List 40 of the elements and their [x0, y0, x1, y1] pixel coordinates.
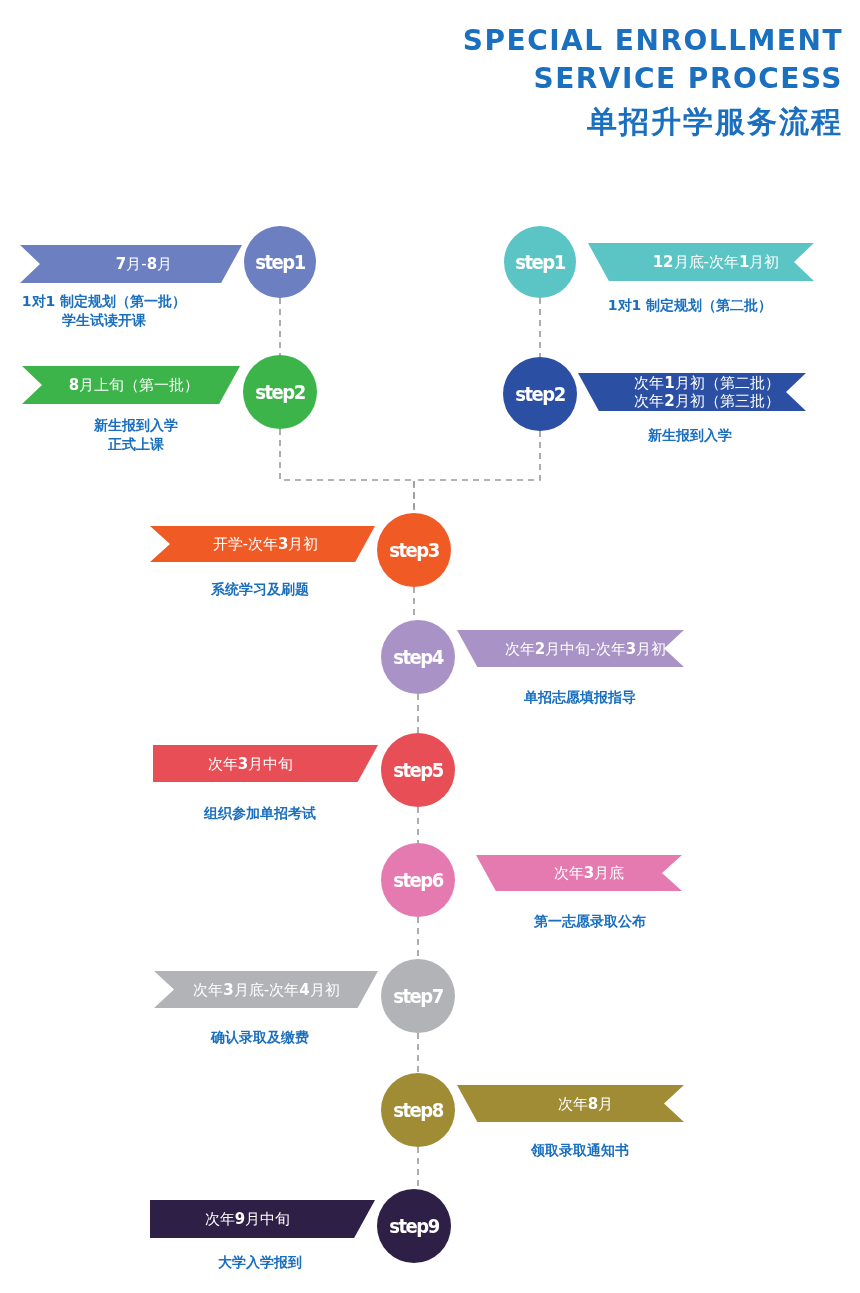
- step-description: 领取录取通知书: [530, 1141, 630, 1160]
- ribbon-banner: 次年1月初（第二批）次年2月初（第三批）: [578, 373, 806, 411]
- dashed-connector: [279, 297, 281, 356]
- step-description: 确认录取及缴费: [209, 1028, 310, 1047]
- dashed-connector: [417, 693, 419, 734]
- step-description: 大学入学报到: [217, 1253, 303, 1272]
- ribbon-banner: 7月-8月: [20, 245, 242, 283]
- step-description: 系统学习及刷题: [210, 580, 310, 599]
- step-description: 单招志愿填报指导: [523, 688, 637, 707]
- ribbon-banner: 次年3月底: [476, 855, 682, 891]
- dashed-connector: [417, 806, 419, 844]
- ribbon-banner: 12月底-次年1月初: [588, 243, 814, 281]
- ribbon-banner: 次年2月中旬-次年3月初: [457, 630, 684, 667]
- step-circle: step8: [381, 1073, 455, 1147]
- step-description: 组织参加单招考试: [203, 804, 317, 823]
- dashed-connector: [417, 1032, 419, 1074]
- step-circle: step7: [381, 959, 455, 1033]
- step-description: 新生报到入学: [647, 426, 733, 445]
- step-circle: step9: [377, 1189, 451, 1263]
- step-description: 第一志愿录取公布: [533, 912, 647, 931]
- ribbon-banner: 次年3月中旬: [153, 745, 378, 782]
- step-circle: step6: [381, 843, 455, 917]
- ribbon-banner: 8月上旬（第一批）: [22, 366, 240, 404]
- step-circle: step1: [504, 226, 576, 298]
- step-circle: step2: [243, 355, 317, 429]
- step-circle: step5: [381, 733, 455, 807]
- ribbon-banner: 次年8月: [457, 1085, 684, 1122]
- step-circle: step1: [244, 226, 316, 298]
- step-description: 1对1 制定规划（第一批）学生试读开课: [20, 292, 188, 330]
- step-circle: step2: [503, 357, 577, 431]
- subtitle: 单招升学服务流程: [587, 103, 843, 141]
- ribbon-banner: 次年3月底-次年4月初: [154, 971, 378, 1008]
- step-circle: step4: [381, 620, 455, 694]
- ribbon-banner: 开学-次年3月初: [150, 526, 375, 562]
- step-circle: step3: [377, 513, 451, 587]
- dashed-connector: [539, 297, 541, 358]
- title: SPECIAL ENROLLMENT SERVICE PROCESS: [461, 23, 843, 97]
- step-description: 新生报到入学正式上课: [93, 416, 179, 454]
- step-description: 1对1 制定规划（第二批）: [606, 296, 774, 315]
- ribbon-banner: 次年9月中旬: [150, 1200, 375, 1238]
